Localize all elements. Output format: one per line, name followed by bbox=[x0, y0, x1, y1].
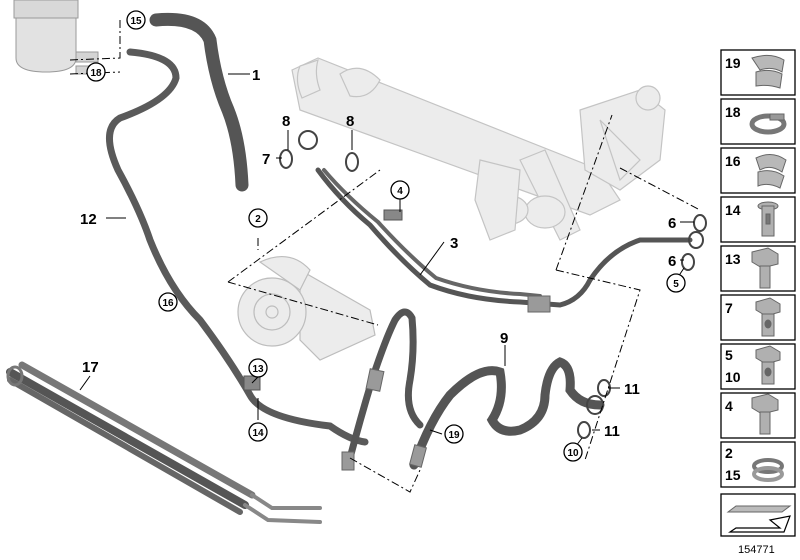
hex-bolt-icon bbox=[751, 393, 779, 435]
callout-7: 7 bbox=[262, 151, 270, 168]
callout-9: 9 bbox=[500, 330, 508, 347]
bracket-4 bbox=[383, 209, 403, 221]
svg-text:13: 13 bbox=[252, 364, 264, 375]
svg-text:10: 10 bbox=[567, 448, 579, 459]
sidebar-item-18: 18 bbox=[720, 98, 796, 145]
callout-17: 17 bbox=[82, 359, 99, 376]
hose-clamp-icon bbox=[752, 458, 784, 482]
power-steering-pump bbox=[237, 255, 376, 361]
sidebar-item-4: 4 bbox=[720, 392, 796, 439]
callout-8a: 8 bbox=[282, 113, 290, 130]
callout-8b: 8 bbox=[346, 113, 354, 130]
circled-callout-19: 19 bbox=[444, 424, 464, 444]
svg-text:19: 19 bbox=[448, 430, 460, 441]
hose-fittings bbox=[341, 295, 551, 471]
svg-text:2: 2 bbox=[725, 445, 733, 461]
hose-clamp-icon bbox=[749, 113, 787, 135]
circled-callout-16: 16 bbox=[158, 292, 178, 312]
svg-text:18: 18 bbox=[90, 68, 102, 79]
svg-text:5: 5 bbox=[725, 347, 733, 363]
svg-text:19: 19 bbox=[725, 55, 741, 71]
svg-text:16: 16 bbox=[162, 298, 174, 309]
callout-1: 1 bbox=[252, 67, 260, 84]
circled-callout-4: 4 bbox=[390, 180, 410, 200]
leader-lines bbox=[69, 20, 701, 493]
sidebar-item-2-15: 2 15 bbox=[720, 441, 796, 488]
sidebar-item-7: 7 bbox=[720, 294, 796, 341]
callout-6b: 6 bbox=[668, 253, 676, 270]
sidebar-item-5-10: 5 10 bbox=[720, 343, 796, 390]
svg-text:13: 13 bbox=[725, 251, 741, 267]
callout-labels: 1 8 8 3 12 17 9 11 11 6 6 7 bbox=[80, 67, 676, 440]
svg-text:4: 4 bbox=[397, 186, 403, 197]
circled-callouts: 15 18 2 4 16 13 14 19 bbox=[86, 10, 686, 462]
circled-callout-10: 10 bbox=[563, 442, 583, 462]
illustration bbox=[6, 0, 707, 524]
oil-cooler bbox=[6, 361, 322, 524]
parts-sidebar: 19 18 16 14 bbox=[720, 49, 796, 556]
steering-rack bbox=[291, 57, 666, 241]
circled-callout-2: 2 bbox=[248, 208, 268, 228]
callout-3: 3 bbox=[450, 235, 458, 252]
svg-text:14: 14 bbox=[252, 428, 264, 439]
circled-callout-15: 15 bbox=[126, 10, 146, 30]
callout-12: 12 bbox=[80, 211, 97, 228]
diagram-id: 154771 bbox=[738, 544, 775, 556]
sidebar-item-16: 16 bbox=[720, 147, 796, 194]
svg-text:5: 5 bbox=[673, 279, 679, 290]
svg-text:10: 10 bbox=[725, 369, 741, 385]
hose-9 bbox=[409, 357, 605, 470]
svg-text:4: 4 bbox=[725, 398, 733, 414]
arrow-icon bbox=[726, 505, 792, 533]
svg-text:18: 18 bbox=[725, 104, 741, 120]
callout-11b: 11 bbox=[604, 423, 620, 440]
hose-12 bbox=[106, 48, 369, 446]
banjo-bolt-icon bbox=[757, 201, 779, 237]
hose-3 bbox=[315, 167, 693, 308]
circled-callout-14: 14 bbox=[248, 422, 268, 442]
svg-text:16: 16 bbox=[725, 153, 741, 169]
solid-leaders bbox=[79, 73, 694, 451]
hose-clip-icon bbox=[751, 54, 785, 89]
sidebar-item-19: 19 bbox=[720, 49, 796, 96]
svg-text:7: 7 bbox=[725, 300, 733, 316]
sidebar-item-13: 13 bbox=[720, 245, 796, 292]
callout-11a: 11 bbox=[624, 381, 640, 398]
svg-text:15: 15 bbox=[725, 467, 741, 483]
svg-text:14: 14 bbox=[725, 202, 741, 218]
hollow-bolt-icon bbox=[755, 345, 781, 385]
hollow-bolt-icon bbox=[755, 297, 781, 337]
orientation-arrow-box bbox=[720, 493, 796, 537]
hex-bolt-icon bbox=[751, 247, 779, 289]
callout-6a: 6 bbox=[668, 215, 676, 232]
circled-callout-13: 13 bbox=[248, 358, 268, 378]
hose-upper-return bbox=[346, 308, 424, 462]
svg-text:15: 15 bbox=[130, 16, 142, 27]
hose-1 bbox=[149, 12, 249, 192]
circled-callout-18: 18 bbox=[86, 62, 106, 82]
svg-text:2: 2 bbox=[255, 214, 261, 225]
hose-clip-icon bbox=[755, 154, 787, 189]
circled-callout-5: 5 bbox=[666, 273, 686, 293]
fluid-reservoir bbox=[13, 0, 99, 75]
sidebar-item-14: 14 bbox=[720, 196, 796, 243]
